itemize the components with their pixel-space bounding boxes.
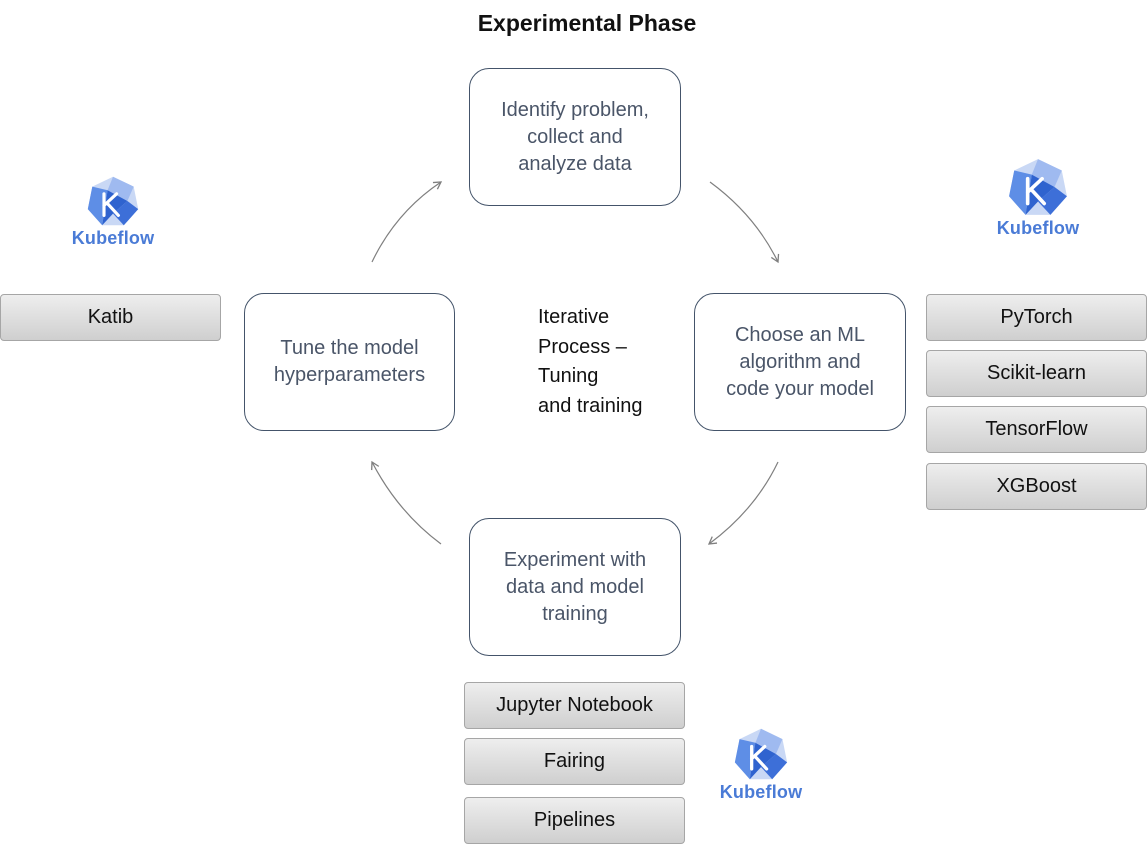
kubeflow-wordmark: Kubeflow — [996, 218, 1080, 238]
stage-identify-problem: Identify problem, collect and analyze da… — [469, 68, 681, 206]
arrow-tune-to-identify — [371, 181, 443, 263]
kubeflow-icon — [734, 728, 788, 780]
arrow-choose-to-experiment — [707, 461, 779, 545]
kubeflow-icon — [87, 176, 139, 226]
tool-pipelines: Pipelines — [464, 797, 685, 844]
tool-jupyter-notebook: Jupyter Notebook — [464, 682, 685, 729]
diagram-title: Experimental Phase — [477, 10, 697, 36]
kubeflow-logo-right: Kubeflow — [983, 156, 1093, 239]
arrow-identify-to-choose — [709, 181, 780, 264]
stage-choose-algorithm: Choose an ML algorithm and code your mod… — [694, 293, 906, 431]
center-label: Iterative Process – Tuning and training — [538, 306, 643, 417]
kubeflow-logo-left: Kubeflow — [58, 174, 168, 249]
tool-pytorch: PyTorch — [926, 294, 1147, 341]
tool-katib: Katib — [0, 294, 221, 341]
kubeflow-wordmark: Kubeflow — [719, 782, 803, 802]
kubeflow-icon — [1009, 159, 1067, 215]
stage-tune-hyperparameters: Tune the model hyperparameters — [244, 293, 455, 431]
kubeflow-logo-bottom: Kubeflow — [706, 726, 816, 803]
tool-tensorflow: TensorFlow — [926, 406, 1147, 453]
kubeflow-wordmark: Kubeflow — [71, 228, 155, 248]
stage-experiment: Experiment with data and model training — [469, 518, 681, 656]
tool-xgboost: XGBoost — [926, 463, 1147, 510]
tool-fairing: Fairing — [464, 738, 685, 785]
tool-scikit-learn: Scikit-learn — [926, 350, 1147, 397]
arrow-experiment-to-tune — [371, 460, 442, 545]
